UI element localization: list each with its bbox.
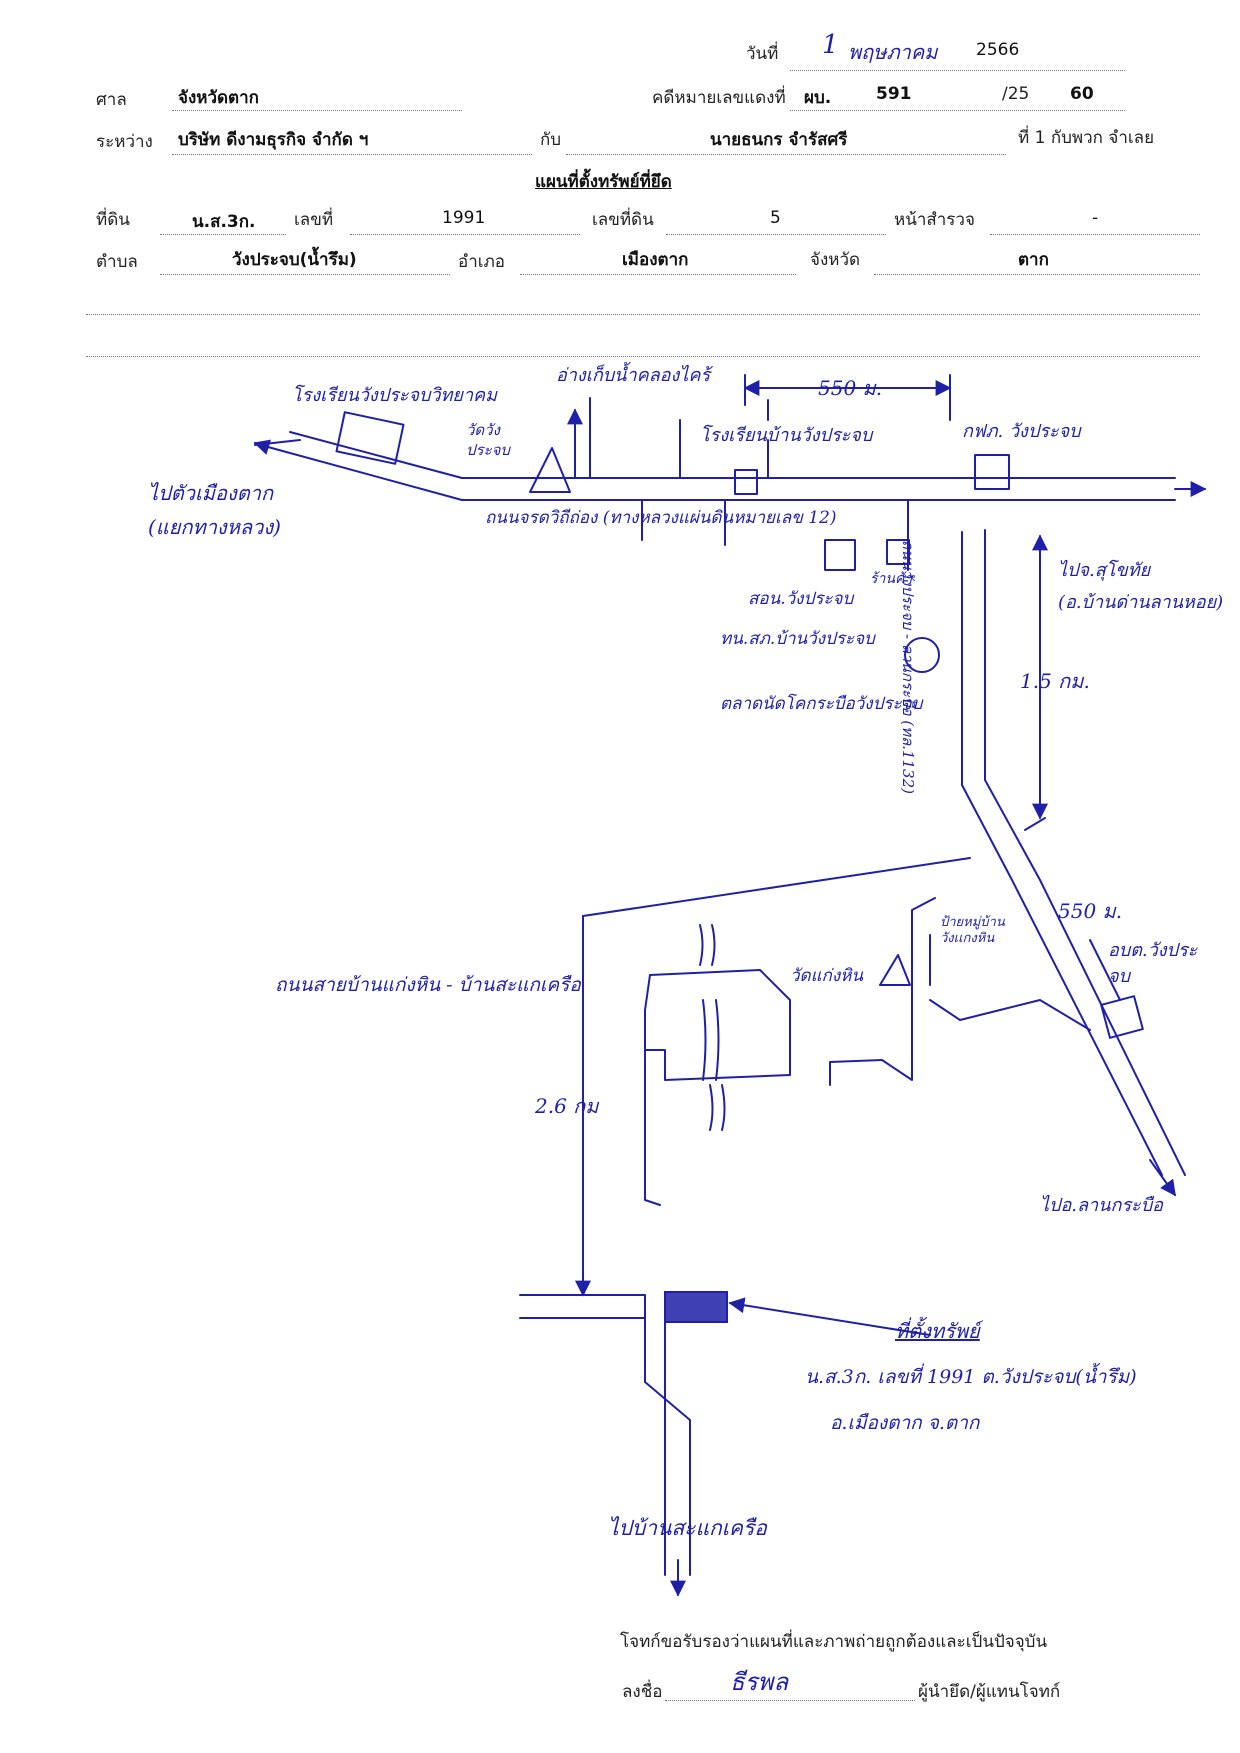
defendant-suffix: ที่ 1 กับพวก จำเลย	[1018, 128, 1155, 148]
case-year: 60	[1070, 84, 1094, 104]
sign-label: ลงชื่อ	[622, 1682, 663, 1702]
number-value: 1991	[442, 208, 486, 228]
between-label: ระหว่าง	[96, 132, 153, 152]
case-prefix: ผบ.	[804, 88, 832, 108]
vertical-road-label: ถนนวังประจบ - ลานกระบือ (ทล.1132)	[899, 540, 917, 794]
court-value: จังหวัดตาก	[178, 88, 259, 108]
case-separator: /25	[1002, 84, 1030, 104]
to-sakaekhrua-label: ไปบ้านสะแกเครือ	[608, 1516, 767, 1540]
number-label: เลขที่	[294, 210, 334, 230]
to-sukhothai-label: ไปจ.สุโขทัย (อ.บ้านด่านลานหอย)	[1058, 560, 1224, 613]
case-number: 591	[876, 84, 912, 104]
side-road-label: ถนนสายบ้านแก่งหิน - บ้านสะแกเครือ	[275, 974, 581, 996]
plaintiff-name: บริษัท ดีงามธุรกิจ จำกัด ฯ	[178, 130, 369, 150]
health-center-label: สอน.วังประจบ	[748, 589, 854, 609]
property-marker	[664, 1291, 728, 1323]
property-label: ที่ตั้งทรัพย์	[895, 1319, 980, 1343]
land-label: ที่ดิน	[96, 210, 130, 230]
reservoir-label: อ่างเก็บน้ำคลองไคร้	[556, 365, 711, 386]
school-2-label: โรงเรียนบ้านวังประจบ	[700, 425, 873, 446]
temple-2-label: วัดแก่งหิน	[790, 966, 863, 986]
defendant-name: นายธนกร จำรัสศรี	[710, 130, 848, 150]
date-day: 1	[822, 30, 839, 60]
certification-text: โจทก์ขอรับรองว่าแผนที่และภาพถ่ายถูกต้องแ…	[620, 1632, 1048, 1652]
sign-role: ผู้นำยึด/ผู้แทนโจทก์	[918, 1682, 1061, 1702]
with-label: กับ	[540, 130, 562, 150]
main-road-label: ถนนจรดวิถีถ่อง (ทางหลวงแผ่นดินหมายเลข 12…	[485, 508, 837, 528]
district-value: เมืองตาก	[622, 250, 689, 270]
map-title: แผนที่ตั้งทรัพย์ที่ยึด	[535, 172, 672, 192]
temple-1-label: วัดวัง ประจบ	[466, 421, 510, 459]
retail-label: ร้านค้า	[870, 571, 913, 587]
province-value: ตาก	[1018, 250, 1049, 270]
market-label: ตลาดนัดโคกระบือวังประจบ	[720, 694, 923, 714]
tao-office-label: อบต.วังประ จบ	[1108, 940, 1198, 987]
to-lankrabue-label: ไปอ.ลานกระบือ	[1040, 1195, 1163, 1216]
to-city-label: ไปตัวเมืองตาก (แยกทางหลวง)	[148, 481, 281, 539]
pea-office-label: กฟภ. วังประจบ	[962, 421, 1081, 442]
subdistrict-label: ตำบล	[96, 252, 138, 272]
court-label: ศาล	[96, 90, 127, 110]
date-label: วันที่	[746, 44, 779, 64]
province-label: จังหวัด	[810, 250, 861, 270]
property-detail: น.ส.3ก. เลขที่ 1991 ต.วังประจบ(น้ำรึม)	[805, 1366, 1137, 1388]
date-month: พฤษภาคม	[848, 40, 938, 64]
village-sign-label: ป้ายหมู่บ้าน วังเเกงหิน	[940, 915, 1005, 946]
signature: ธีรพล	[730, 1668, 789, 1696]
police-label: ทน.สภ.บ้านวังประจบ	[720, 629, 875, 649]
survey-value: -	[1092, 208, 1099, 228]
school-1-label: โรงเรียนวังประจบวิทยาคม	[292, 385, 497, 406]
date-year: 2566	[976, 40, 1020, 60]
case-label: คดีหมายเลขแดงที่	[652, 88, 786, 108]
distance-550-top: 550 ม.	[818, 376, 883, 400]
main-road-north-edge	[267, 446, 1176, 501]
distance-2-6km: 2.6 กม	[535, 1094, 599, 1118]
district-label: อำเภอ	[458, 252, 505, 272]
parcel-value: 5	[770, 208, 781, 228]
property-detail-2: อ.เมืองตาก จ.ตาก	[830, 1412, 980, 1434]
parcel-label: เลขที่ดิน	[592, 210, 654, 230]
distance-550-right: 550 ม.	[1058, 899, 1123, 923]
distance-1-5km: 1.5 กม.	[1020, 669, 1090, 693]
subdistrict-value: วังประจบ(น้ำรึม)	[232, 250, 357, 270]
land-type: น.ส.3ก.	[192, 212, 256, 232]
survey-label: หน้าสำรวจ	[894, 210, 975, 230]
